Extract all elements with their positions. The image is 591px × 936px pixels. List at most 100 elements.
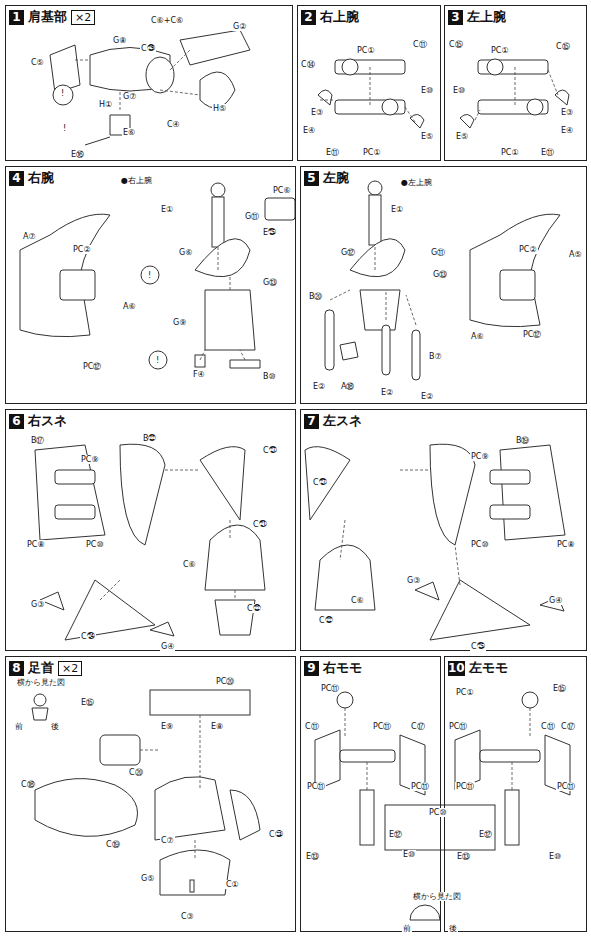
callout-number: G⑧ [112,36,127,45]
step-title: 足首 [28,659,54,677]
panel-header: 5左腕 [301,167,586,189]
callout-number: E① [390,205,404,214]
callout-number: G⑬ [262,278,278,287]
callout-number: C㉙ [140,44,156,53]
callout-number: PC⑫ [82,362,102,371]
callout-number: PC⑧ [26,540,46,549]
callout-number: PC⑫ [522,330,542,339]
step-number: 2 [301,10,316,25]
callout-number: PC⑩ [428,808,448,817]
callout-number: C⑥+C⑥ [150,16,184,25]
callout-number: E⑫ [478,830,493,839]
callout-number: A⑥ [122,302,137,311]
callout-number: PC① [490,46,510,55]
step-title: 右腕 [28,169,54,187]
callout-number: G④ [548,596,563,605]
step-title: 左モモ [469,659,508,677]
callout-number: G⑪ [430,248,446,257]
step-panel: 7左スネ [300,409,587,651]
step-title: 右上腕 [320,8,359,26]
callout-number: PC⑩ [85,540,105,549]
callout-number: C㉓ [268,830,284,839]
callout-number: C⑥ [182,560,197,569]
callout-number: G③ [30,600,45,609]
callout-number: B⑩ [262,372,277,381]
callout-number: E② [312,382,326,391]
callout-number: C㉑ [252,520,268,529]
callout-number: C⑮ [448,40,464,49]
step-panel: 5左腕 [300,166,587,404]
callout-number: E⑯ [70,150,85,159]
callout-number: B㉒ [142,434,158,443]
callout-number: H⑤ [212,104,227,113]
callout-number: E⑮ [80,698,95,707]
step-title: 右モモ [323,659,362,677]
panel-header: 1肩基部×2 [6,6,292,28]
step-number: 7 [304,414,319,429]
callout-number: 横から見た図 [16,678,66,687]
callout-number: E② [420,392,434,401]
callout-number: E② [380,388,394,397]
step-number: 5 [304,171,319,186]
callout-number: PC⑧ [556,540,576,549]
callout-number: E⑩ [548,852,562,861]
callout-number: 横から見た図 [412,892,462,901]
callout-number: G⑨ [172,318,187,327]
callout-number: PC⑪ [306,782,326,791]
callout-number: E① [160,205,174,214]
callout-number: C㉔ [80,632,96,641]
step-panel: 8 足首 ×2 [5,656,296,932]
callout-number: C⑥ [350,596,365,605]
callout-number: C⑳ [128,768,144,777]
callout-number: E⑧ [210,722,224,731]
callout-number: G⑤ [140,874,155,883]
callout-number: 前 [402,924,412,933]
step-panel: 10 左モモ [444,656,587,932]
quantity-mark: ×2 [71,10,95,25]
callout-number: E㉕ [262,228,277,237]
callout-number: B⑰ [30,436,46,445]
callout-number: C⑰ [560,722,576,731]
callout-number: ●左上腕 [400,178,433,187]
callout-number: E⑮ [552,684,567,693]
quantity-mark: ×2 [58,661,82,676]
callout-number: PC⑥ [272,186,292,195]
callout-number: A⑤ [568,250,583,259]
callout-number: A⑥ [470,332,485,341]
callout-number: ! [62,124,67,133]
panel-header: 8 足首 ×2 [6,657,295,679]
step-number: 4 [9,171,24,186]
callout-number: E⑤ [420,132,434,141]
callout-number: G② [232,22,247,31]
callout-number: C⑮ [555,42,571,51]
panel-header: 10 左モモ [445,657,586,679]
panel-header: 9右モモ [301,657,440,679]
callout-number: E⑨ [160,722,174,731]
step-number: 10 [448,661,465,676]
callout-number: PC⑳ [215,677,235,686]
step-number: 8 [9,661,24,676]
callout-number: E④ [560,126,574,135]
callout-number: C⑱ [20,780,36,789]
callout-number: ! [155,356,160,365]
callout-number: PC⑩ [470,540,490,549]
callout-number: G④ [160,642,175,651]
callout-number: C① [225,880,240,889]
panel-header: 6右スネ [6,410,295,432]
callout-number: C③ [180,912,195,921]
callout-number: PC① [356,46,376,55]
callout-number: E⑩ [402,850,416,859]
callout-number: E⑪ [325,148,340,157]
callout-number: C⑲ [105,840,121,849]
callout-number: H① [98,100,113,109]
callout-number: PC⑪ [455,782,475,791]
callout-number: C㉗ [262,446,278,455]
callout-number: PC① [500,148,520,157]
callout-number: E⑪ [540,148,555,157]
callout-number: 後 [50,722,60,731]
callout-number: C⑪ [304,722,320,731]
callout-number: G⑪ [244,212,260,221]
callout-number: PC⑨ [470,452,490,461]
callout-number: E③ [310,108,324,117]
callout-number: C㉗ [312,478,328,487]
